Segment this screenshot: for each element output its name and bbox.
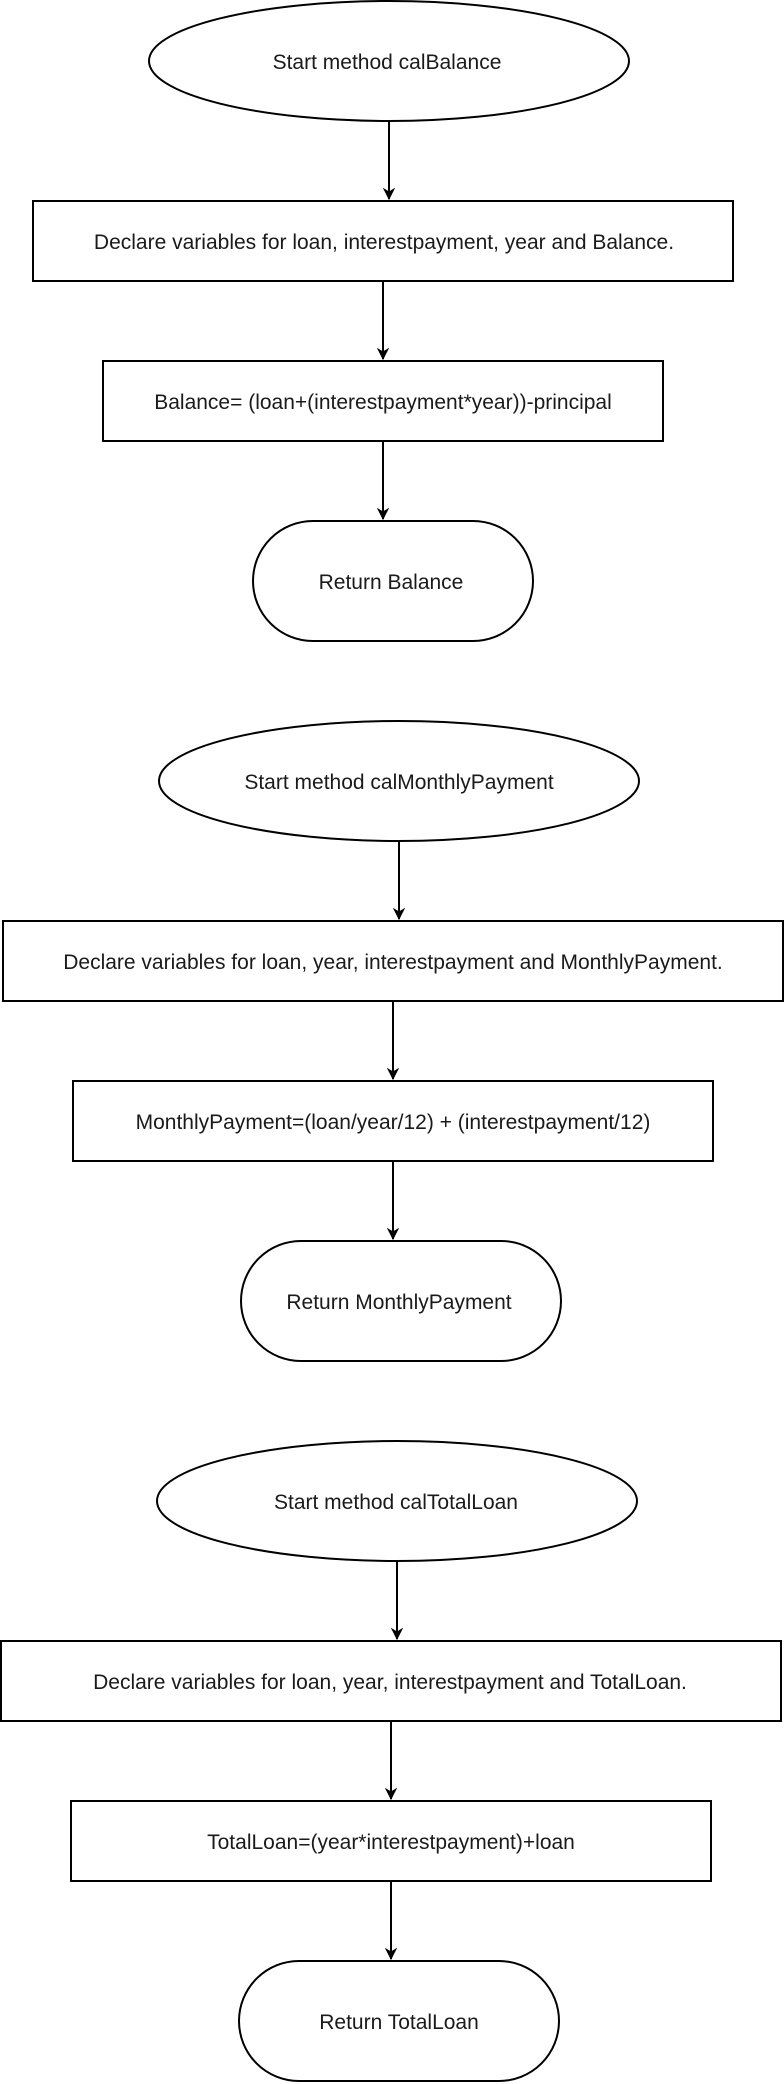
flowchart-calmonthlypayment: Start method calMonthlyPayment Declare v…: [2, 720, 784, 1362]
start-label-caltotalloan: Start method calTotalLoan: [274, 1491, 518, 1514]
compute-process-calmonthlypayment: [72, 1080, 714, 1162]
declare-process-caltotalloan: [0, 1640, 782, 1722]
end-label-caltotalloan: Return TotalLoan: [319, 2011, 479, 2034]
start-label-calbalance: Start method calBalance: [273, 51, 502, 74]
compute-label-caltotalloan: TotalLoan=(year*interestpayment)+loan: [207, 1831, 575, 1854]
declare-process-calbalance: [32, 200, 734, 282]
declare-label-calbalance: Declare variables for loan, interestpaym…: [94, 231, 674, 254]
flowchart-calbalance: Start method calBalance Declare variable…: [32, 0, 734, 642]
declare-label-caltotalloan: Declare variables for loan, year, intere…: [93, 1671, 687, 1694]
compute-label-calmonthlypayment: MonthlyPayment=(loan/year/12) + (interes…: [136, 1111, 651, 1134]
compute-process-caltotalloan: [70, 1800, 712, 1882]
declare-label-calmonthlypayment: Declare variables for loan, year, intere…: [63, 951, 723, 974]
end-terminal-calmonthlypayment: [240, 1240, 562, 1362]
end-terminal-calbalance: [252, 520, 534, 642]
end-label-calbalance: Return Balance: [319, 571, 464, 594]
start-label-calmonthlypayment: Start method calMonthlyPayment: [244, 771, 553, 794]
end-terminal-caltotalloan: [238, 1960, 560, 2082]
compute-label-calbalance: Balance= (loan+(interestpayment*year))-p…: [154, 391, 612, 414]
flowchart-caltotalloan: Start method calTotalLoan Declare variab…: [0, 1440, 782, 2082]
declare-process-calmonthlypayment: [2, 920, 784, 1002]
end-label-calmonthlypayment: Return MonthlyPayment: [286, 1291, 511, 1314]
